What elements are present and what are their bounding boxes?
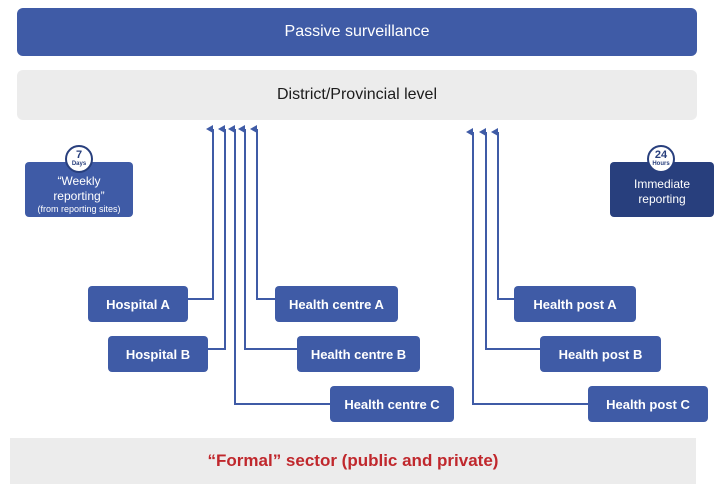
health-post-a-node: Health post A — [514, 286, 636, 322]
health-centre-c-label: Health centre C — [344, 396, 440, 412]
arrow-health-post-c — [466, 128, 588, 405]
health-centre-a-node: Health centre A — [275, 286, 398, 322]
immediate-line-2: reporting — [638, 192, 686, 206]
arrow-health-post-a — [491, 128, 514, 300]
district-provincial-level-panel: District/Provincial level — [17, 70, 697, 120]
formal-sector-footer: “Formal” sector (public and private) — [10, 438, 696, 484]
health-post-b-label: Health post B — [558, 346, 643, 362]
twenty-four-hours-badge: 24 Hours — [647, 145, 675, 173]
hospital-a-node: Hospital A — [88, 286, 188, 322]
hospital-a-label: Hospital A — [106, 296, 170, 312]
twenty-four-hours-number: 24 — [654, 149, 668, 161]
health-centre-c-node: Health centre C — [330, 386, 454, 422]
weekly-line-2: reporting” — [53, 189, 105, 203]
hospital-b-label: Hospital B — [125, 346, 191, 362]
weekly-line-1: “Weekly — [57, 174, 101, 188]
twenty-four-hours-unit: Hours — [652, 161, 670, 167]
health-post-c-label: Health post C — [606, 396, 690, 412]
health-centre-b-node: Health centre B — [297, 336, 420, 372]
arrow-hospital-a — [188, 125, 214, 300]
footer-label: “Formal” sector (public and private) — [207, 451, 499, 470]
health-post-c-node: Health post C — [588, 386, 708, 422]
level-label: District/Provincial level — [276, 86, 438, 103]
arrow-health-post-b — [479, 128, 540, 350]
seven-days-number: 7 — [75, 149, 83, 161]
weekly-reporting-box: “Weekly reporting” (from reporting sites… — [25, 162, 133, 217]
hospital-b-node: Hospital B — [108, 336, 208, 372]
seven-days-badge: 7 Days — [65, 145, 93, 173]
seven-days-unit: Days — [71, 161, 87, 167]
arrow-hospital-b — [208, 125, 226, 350]
banner-title: Passive surveillance — [284, 23, 430, 40]
arrow-health-centre-a — [250, 125, 275, 300]
health-post-b-node: Health post B — [540, 336, 661, 372]
arrow-health-centre-c — [228, 125, 330, 405]
health-centre-a-label: Health centre A — [289, 296, 384, 312]
weekly-line-3: (from reporting sites) — [37, 204, 121, 214]
passive-surveillance-banner: Passive surveillance — [17, 8, 697, 56]
immediate-line-1: Immediate — [633, 177, 691, 191]
health-centre-b-label: Health centre B — [310, 346, 407, 362]
arrow-health-centre-b — [238, 125, 297, 350]
health-post-a-label: Health post A — [533, 296, 617, 312]
